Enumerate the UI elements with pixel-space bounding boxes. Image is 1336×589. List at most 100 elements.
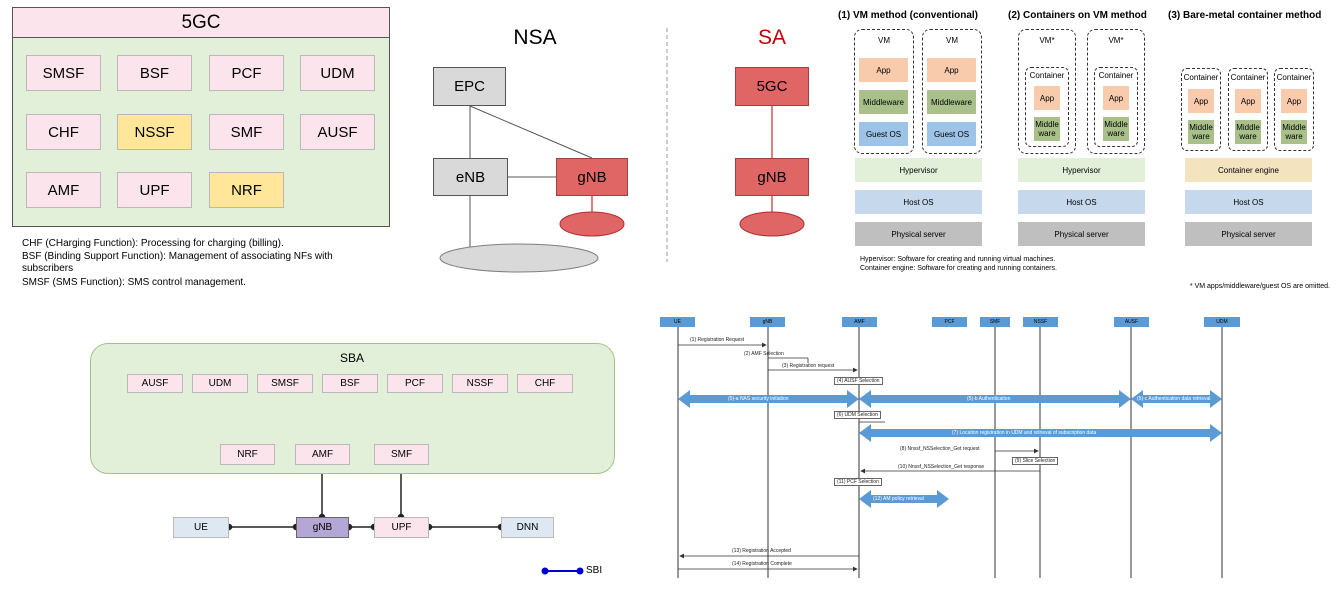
m3-physical-server: Physical server [1185,222,1312,246]
nf-bsf: BSF [117,55,192,91]
seq-actor-nssf: NSSF [1023,317,1058,327]
seq-step-5b: (5)-b Authentication [967,396,1011,402]
cvm-box-1 [1018,29,1076,154]
bm3-app: App [1281,89,1307,113]
vm1-middleware: Middleware [859,90,908,114]
nsa-epc: EPC [433,67,506,106]
bm1-middleware: Middle ware [1188,120,1214,144]
bm-container-2 [1228,68,1268,151]
sba-ausf: AUSF [127,374,183,393]
sba-gnb: gNB [296,517,349,538]
sba-panel [90,343,615,474]
seq-actor-udm: UDM [1204,317,1240,327]
m1-host-os: Host OS [855,190,982,214]
nf-ausf: AUSF [300,114,375,150]
seq-step-1: (1) Registration Request [690,337,745,343]
cvm1-middleware: Middle ware [1034,117,1060,141]
sa-gnb: gNB [735,158,809,196]
m2-host-os: Host OS [1018,190,1145,214]
seq-step-2: (2) AMF Selection [744,351,784,357]
sba-ue: UE [173,517,229,538]
seq-step-6: (6) UDM Selection [834,411,881,419]
sba-smsf: SMSF [257,374,313,393]
nf-upf: UPF [117,172,192,208]
cvm2-container-label: Container [1098,71,1134,80]
core-note-bsf: BSF (Binding Support Function): Manageme… [22,251,333,274]
seq-step-5a: (5)-a NAS security initiation [728,396,789,402]
vm-box-2 [922,29,982,154]
nf-nssf: NSSF [117,114,192,150]
core-title: 5GC [12,7,390,38]
sba-legend-label: SBI [586,565,603,576]
seq-step-9: (9) Slice Selection [1012,457,1059,465]
nf-pcf: PCF [209,55,284,91]
m3-host-os: Host OS [1185,190,1312,214]
cvm2-container [1094,67,1138,147]
virt-note-omitted: * VM apps/middleware/guest OS are omitte… [1189,283,1330,290]
seq-actor-pcf: PCF [932,317,967,327]
bm3-middleware: Middle ware [1281,120,1307,144]
cvm2-app: App [1103,86,1129,110]
seq-actor-amf: AMF [842,317,877,327]
sba-upf: UPF [374,517,429,538]
seq-step-5c: (5)-c Authentication data retrieval [1137,396,1211,402]
virt-note-hypervisor: Hypervisor: Software for creating and ru… [860,256,1056,263]
nsa-title: NSA [513,26,557,49]
m3-container-engine: Container engine [1185,158,1312,182]
vm2-guest-os: Guest OS [927,122,976,146]
virt-title-cvm: (2) Containers on VM method [1008,10,1147,21]
cvm2-middleware: Middle ware [1103,117,1129,141]
bm-container-3 [1274,68,1314,151]
sba-chf: CHF [517,374,573,393]
cvm-label-2: VM* [1108,36,1124,45]
sba-amf: AMF [295,444,350,465]
cvm-label-1: VM* [1039,36,1055,45]
seq-actor-ausf: AUSF [1114,317,1149,327]
m1-physical-server: Physical server [855,222,982,246]
sba-udm: UDM [192,374,248,393]
sba-title: SBA [339,351,364,365]
vm-box-1 [854,29,914,154]
cvm1-container [1025,67,1069,147]
sa-5gc: 5GC [735,67,809,106]
sa-title: SA [757,26,786,49]
nsa-gnb: gNB [556,158,628,196]
m2-physical-server: Physical server [1018,222,1145,246]
nf-amf: AMF [26,172,101,208]
nf-smf: SMF [209,114,284,150]
sba-nrf: NRF [220,444,275,465]
seq-actor-ue: UE [660,317,695,327]
sba-dnn: DNN [501,517,554,538]
seq-step-7: (7) Location registration in UDM and ret… [952,430,1097,436]
sba-smf: SMF [374,444,429,465]
bm1-label: Container [1183,73,1219,82]
bm2-middleware: Middle ware [1235,120,1261,144]
core-note-chf: CHF (CHarging Function): Processing for … [22,238,284,249]
m2-hypervisor: Hypervisor [1018,158,1145,182]
seq-step-8: (8) Nnssf_NSSelection_Get request [900,446,980,452]
virt-note-engine: Container engine: Software for creating … [860,265,1057,272]
bm3-label: Container [1276,73,1312,82]
sba-nssf: NSSF [452,374,508,393]
cvm-box-2 [1087,29,1145,154]
vm-label-1: VM [878,36,890,45]
m1-hypervisor: Hypervisor [855,158,982,182]
seq-step-13: (13) Registration Accepted [732,548,791,554]
vm2-app: App [927,58,976,82]
sba-pcf: PCF [387,374,443,393]
bm-container-1 [1181,68,1221,151]
nf-udm: UDM [300,55,375,91]
seq-step-14: (14) Registration Complete [732,561,792,567]
seq-actor-gnb: gNB [750,317,785,327]
nf-chf: CHF [26,114,101,150]
vm2-middleware: Middleware [927,90,976,114]
sba-bsf: BSF [322,374,378,393]
virt-title-bm: (3) Bare-metal container method [1168,10,1322,21]
virt-title-vm: (1) VM method (conventional) [838,10,978,21]
bm2-label: Container [1230,73,1266,82]
bm2-app: App [1235,89,1261,113]
vm1-app: App [859,58,908,82]
nsa-enb: eNB [433,158,508,196]
nf-smsf: SMSF [26,55,101,91]
cvm1-app: App [1034,86,1060,110]
